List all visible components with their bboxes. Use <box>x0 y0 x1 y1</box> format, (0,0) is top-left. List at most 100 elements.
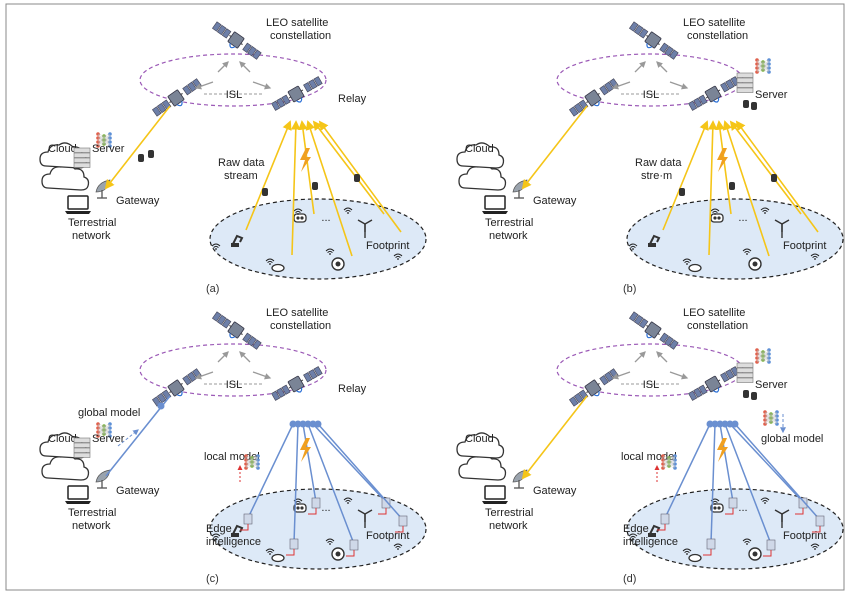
wifi-icon-0 <box>628 533 638 540</box>
model-uplink-node-1 <box>294 420 302 428</box>
edge-red-link-5 <box>812 526 821 533</box>
isl-arrow-up-right <box>656 61 668 73</box>
cloud-icon <box>456 432 505 459</box>
lightning-icon <box>717 438 728 462</box>
edge-server-icon-5 <box>398 515 408 527</box>
raw-data-stream-label-line1: Raw data <box>635 157 682 169</box>
orbit-ellipse <box>139 343 327 397</box>
terrestrial-label-line2: network <box>72 230 111 242</box>
gateway-label: Gateway <box>116 485 160 497</box>
edge-label-line1: Edge <box>623 523 649 535</box>
edge-red-link-0 <box>240 524 249 531</box>
satellite-top <box>628 311 679 350</box>
edge-server-icon-2 <box>728 497 738 509</box>
satellite-left <box>568 368 619 407</box>
terrestrial-label-line2: network <box>489 230 528 242</box>
terrestrial-label-line1: Terrestrial <box>68 217 116 229</box>
device-camera-icon <box>748 547 762 561</box>
isl-arrow-up-right <box>239 351 251 363</box>
terrestrial-label-line1: Terrestrial <box>485 217 533 229</box>
edge-label-line1: Edge <box>206 523 232 535</box>
footprint-label: Footprint <box>783 530 826 542</box>
gateway-label: Gateway <box>116 195 160 207</box>
wifi-icon-1 <box>682 258 692 265</box>
constellation-label-line1: LEO satellite <box>683 307 745 319</box>
edge-red-link-2 <box>308 508 317 515</box>
relay-label: Relay <box>338 93 367 105</box>
raw-uplink-1 <box>707 120 718 256</box>
isl-arrow-right <box>252 371 272 380</box>
global-model-up-arrow <box>117 429 139 447</box>
model-uplink-1 <box>293 423 299 544</box>
device-camera-icon <box>748 257 762 271</box>
raw-uplink-2 <box>298 120 315 215</box>
terrestrial-cloud-icon <box>458 164 507 191</box>
relay-label: Relay <box>338 383 367 395</box>
wifi-icon-5 <box>810 543 820 550</box>
satellite-server-label: Server <box>755 89 788 101</box>
wifi-icon-2 <box>710 208 720 215</box>
device-turbine-icon <box>774 509 790 528</box>
isl-arrow-right <box>669 81 689 90</box>
stream-data-icon-2 <box>729 182 735 190</box>
footprint-label: Footprint <box>366 530 409 542</box>
edge-server-icon-1 <box>706 538 716 550</box>
local-model-icon <box>244 454 260 470</box>
constellation-label-line2: constellation <box>270 320 331 332</box>
satellite-model-icon <box>755 58 771 74</box>
gateway-dish-icon <box>512 469 528 489</box>
local-model-icon <box>661 454 677 470</box>
laptop-icon <box>65 195 91 214</box>
model-uplink-0 <box>247 423 294 519</box>
device-robot-icon <box>648 234 661 247</box>
footprint-ellipse <box>209 198 427 280</box>
wifi-icon-2 <box>293 208 303 215</box>
satellite-top <box>211 21 262 60</box>
gateway-model-link <box>105 395 171 477</box>
isl-arrow-up-right <box>656 351 668 363</box>
footprint-ellipse <box>626 488 844 570</box>
device-drone-icon <box>271 553 285 563</box>
model-uplink-2 <box>719 423 734 503</box>
constellation-label-line2: constellation <box>687 30 748 42</box>
device-machine-icon <box>293 213 307 223</box>
constellation-label-line1: LEO satellite <box>266 17 328 29</box>
raw-data-stream-label-line1: Raw data <box>218 157 265 169</box>
model-uplink-3 <box>307 423 355 545</box>
model-uplink-node-2 <box>299 420 307 428</box>
model-uplink-4 <box>729 423 804 503</box>
model-uplink-node-0 <box>289 420 297 428</box>
footprint-ellipse <box>626 198 844 280</box>
model-uplink-1 <box>710 423 716 544</box>
device-turbine-icon <box>774 219 790 238</box>
wifi-icon-4 <box>325 248 335 255</box>
satellite-server-label: Server <box>755 379 788 391</box>
outer-border <box>5 3 845 591</box>
dots-label: ... <box>738 212 747 224</box>
satellite-data-icon-2 <box>751 102 757 110</box>
wifi-icon-4 <box>742 538 752 545</box>
wifi-icon-1 <box>265 548 275 555</box>
lightning-icon <box>300 148 311 172</box>
edge-red-link-1 <box>703 549 712 556</box>
model-uplink-node-4 <box>309 420 317 428</box>
dots-label: ... <box>738 502 747 514</box>
satellite-global-model-icon <box>763 410 779 426</box>
constellation-label-line1: LEO satellite <box>683 17 745 29</box>
edge-server-icon-3 <box>349 539 359 551</box>
wifi-icon-4 <box>742 248 752 255</box>
stream-data-icon-1 <box>679 188 685 196</box>
isl-arrow-left <box>194 371 214 380</box>
laptop-icon <box>482 195 508 214</box>
stream-data-icon-1 <box>262 188 268 196</box>
edge-server-icon-3 <box>766 539 776 551</box>
raw-data-stream-label-line2: stre·m <box>641 170 672 182</box>
terrestrial-label-line1: Terrestrial <box>485 507 533 519</box>
orbit-ellipse <box>139 53 327 107</box>
model-uplink-2 <box>302 423 317 503</box>
terrestrial-label-line1: Terrestrial <box>68 507 116 519</box>
isl-label: ISL <box>226 89 243 101</box>
raw-uplink-0 <box>662 120 709 231</box>
